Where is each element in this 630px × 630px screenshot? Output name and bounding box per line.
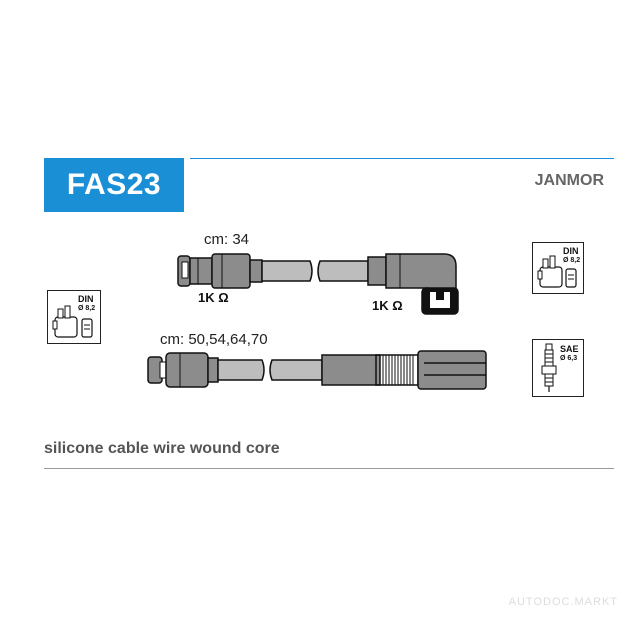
footer-divider [44, 468, 614, 469]
left-distributor-size: Ø 8,2 [78, 305, 96, 312]
spark-plug-standard: SAE [560, 344, 579, 354]
top-cable-drawing [177, 253, 459, 315]
product-description: silicone cable wire wound core [44, 440, 280, 457]
top-cable-right-resistance: 1K Ω [372, 298, 403, 313]
spark-plug-icon [541, 343, 557, 392]
right-distributor-icon-box: DIN Ø 8,2 [532, 242, 584, 294]
left-distributor-icon-box: DIN Ø 8,2 [47, 290, 101, 344]
distributor-cap-icon [52, 305, 93, 338]
part-code: FAS23 [66, 168, 162, 201]
part-code-badge [44, 158, 184, 212]
distributor-cap-icon [537, 255, 577, 288]
bottom-cable-drawing [147, 350, 487, 390]
top-cable-angled-connector [367, 253, 459, 315]
brand-name: JANMOR [534, 172, 604, 189]
bottom-cable-length: cm: 50,54,64,70 [160, 331, 268, 348]
top-cable-wire [261, 260, 369, 282]
bottom-cable-straight-connector [147, 352, 219, 388]
spark-plug-icon-box: SAE Ø 6,3 [532, 339, 584, 397]
top-cable-left-resistance: 1K Ω [198, 290, 229, 305]
top-cable-straight-connector [177, 253, 263, 289]
top-cable-length: cm: 34 [204, 231, 250, 248]
watermark: AUTODOC.MARKT [508, 596, 618, 608]
header-divider [190, 158, 614, 159]
bottom-cable-wire [217, 359, 323, 381]
right-distributor-standard: DIN [563, 246, 579, 256]
bottom-cable-plug-boot [321, 350, 487, 390]
spark-plug-size: Ø 6,3 [560, 355, 578, 362]
left-distributor-standard: DIN [78, 294, 94, 304]
right-distributor-size: Ø 8,2 [563, 257, 581, 264]
